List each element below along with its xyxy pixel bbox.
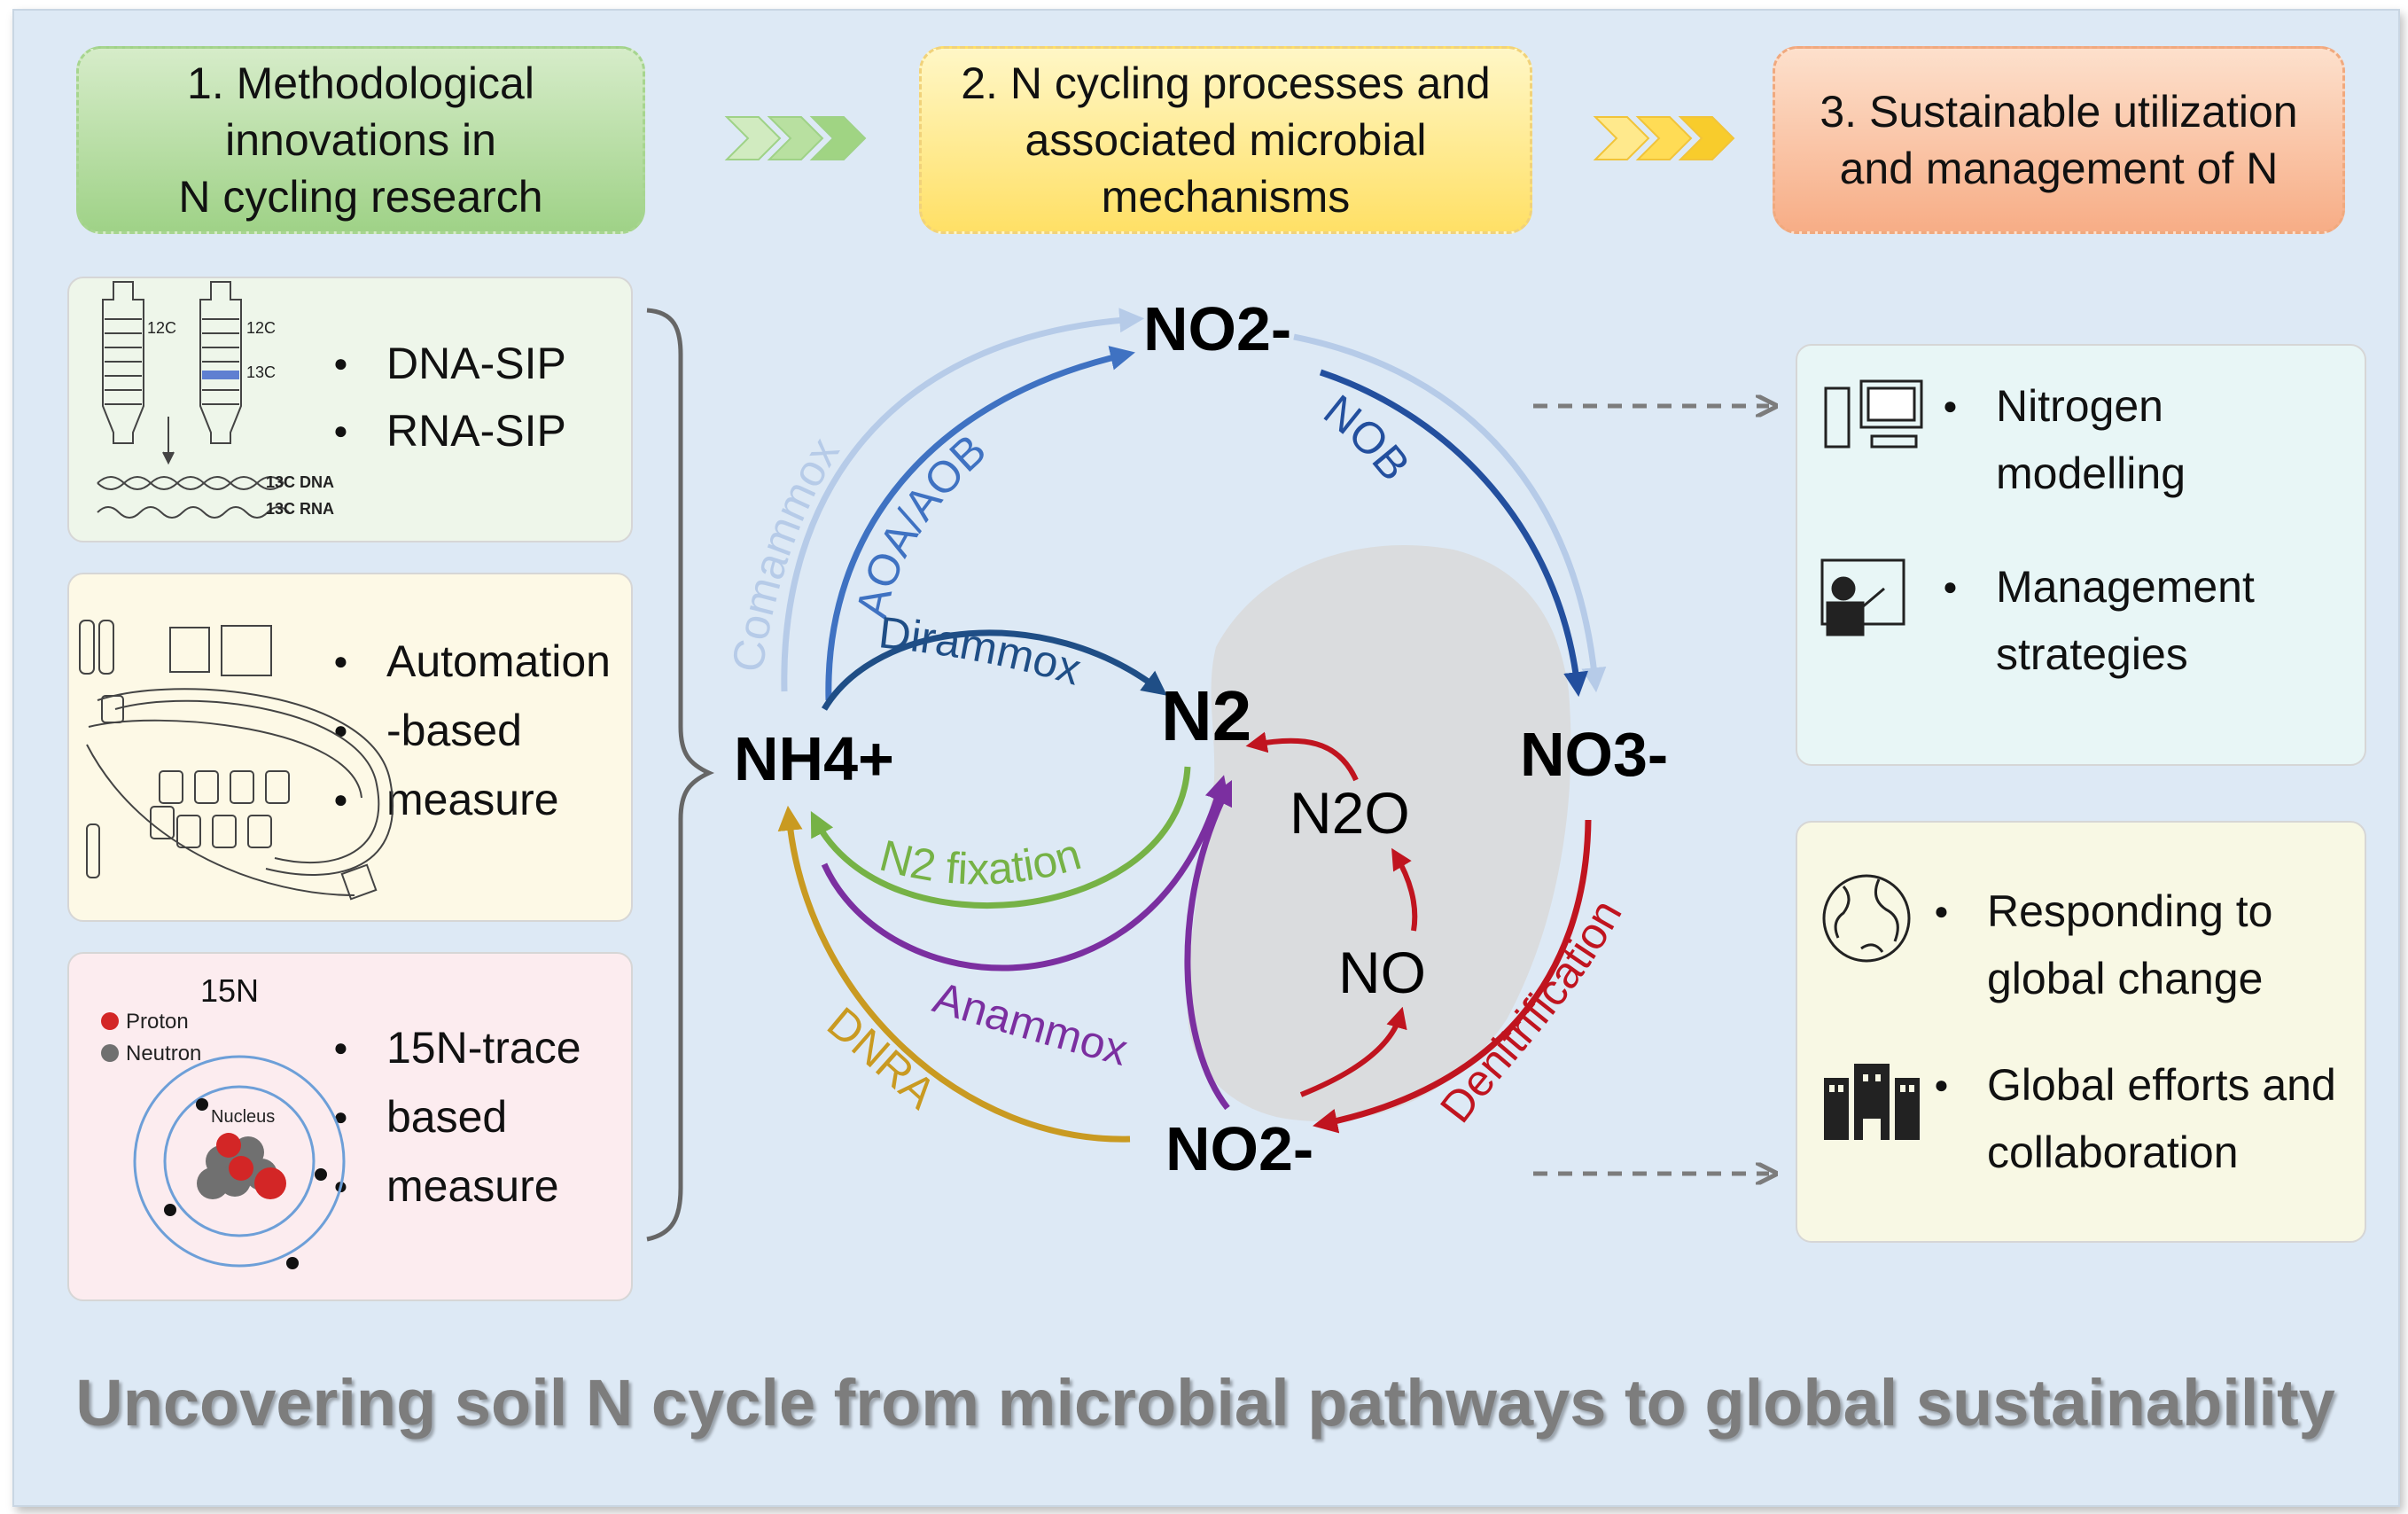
dnra-arrow [777, 805, 1131, 1143]
node-no3: NO3- [1520, 720, 1668, 789]
denitrification-zone [1188, 544, 1571, 1122]
bullet-global-change: Responding to global change [1934, 878, 2342, 1012]
node-no2-top: NO2- [1143, 294, 1291, 363]
atom-title: 15N [200, 972, 259, 1009]
node-no: NO [1338, 940, 1426, 1005]
bullet-dna-sip: DNA-SIP [333, 330, 566, 397]
isotope-label-12c-b: 12C [246, 319, 276, 337]
trace-line-2: based [333, 1083, 507, 1151]
rna-strand [97, 506, 290, 519]
monitor-icon [169, 627, 210, 673]
step-1-line-3: N cycling research [178, 172, 543, 222]
proton-legend-label: Proton [126, 1010, 189, 1034]
no-to-n2o-arrow [1391, 847, 1418, 932]
presentation-icon [1820, 558, 1905, 636]
comammox-arrow [781, 308, 1145, 692]
bullet-nitrogen-modelling: Nitrogen modelling [1943, 372, 2315, 507]
chevron-arrows-yellow [1593, 116, 1735, 160]
nob-label: NOB [1314, 386, 1419, 490]
node-n2o: N2O [1290, 780, 1410, 846]
n2-fixation-arrow [810, 766, 1191, 909]
bullet-rna-sip: RNA-SIP [333, 397, 566, 464]
n2o-to-n2-arrow [1245, 731, 1359, 782]
bullet-trace-line-1: 15N-trace [333, 1014, 581, 1081]
bullet-global-efforts: Global efforts and collaboration [1934, 1051, 2359, 1186]
bullet-management-strategies: Management strategies [1943, 553, 2315, 688]
atom-diagram [133, 1055, 346, 1269]
step-1-line-1: 1. Methodological [187, 59, 534, 108]
trace-panel [67, 952, 633, 1301]
anammox-arrow [821, 775, 1229, 972]
dirammox-label: Dirammox [877, 607, 1087, 694]
strand-label-rna: 13C RNA [266, 500, 334, 518]
gradient-tube-1 [102, 281, 144, 444]
step-1-line-2: innovations in [225, 115, 496, 165]
grouping-brace [646, 308, 715, 1242]
isotope-label-13c: 13C [246, 363, 276, 381]
chevron-arrows-green [724, 116, 867, 160]
node-n2: N2 [1161, 676, 1251, 755]
automation-line-3: measure [333, 766, 558, 833]
aoa-aob-arrow [825, 346, 1135, 701]
automation-illustration [79, 620, 394, 901]
globe-icon [1822, 874, 1911, 963]
strand-label-dna: 13C DNA [266, 473, 334, 491]
nucleus-label: Nucleus [211, 1107, 275, 1127]
node-nh4: NH4+ [734, 724, 894, 793]
dna-strand [97, 476, 284, 490]
anammox-label: Anammox [928, 972, 1133, 1075]
anammox-arrow-2 [1184, 779, 1233, 1111]
step-3-box: 3. Sustainable utilization and management… [1773, 46, 2345, 234]
footer-title: Uncovering soil N cycle from microbial p… [75, 1366, 2335, 1440]
step-3-line-2: and management of N [1839, 144, 2279, 193]
n2-fixation-label: N2 fixation [875, 829, 1086, 894]
nob-arrow [1319, 369, 1588, 698]
analyzer-icon [221, 625, 272, 676]
step-2-line-3: mechanisms [1101, 172, 1351, 222]
trace-line-3: measure [333, 1152, 558, 1220]
gradient-tube-2 [199, 281, 242, 444]
proton-legend-icon [101, 1012, 119, 1030]
comammox-arrow-2 [1293, 333, 1607, 693]
step-1-box: 1. Methodological innovations in N cycling… [76, 46, 645, 234]
trace-label: 15N-trace [386, 1023, 581, 1073]
sip-illustration [97, 281, 290, 519]
dnra-label: DNRA [818, 997, 946, 1119]
bullet-automation-line-1: Automation [333, 628, 611, 695]
neutron-legend-icon [101, 1044, 119, 1062]
step-2-box: 2. N cycling processes and associated mic… [919, 46, 1532, 234]
neutron-legend-label: Neutron [126, 1042, 201, 1065]
step-2-line-1: 2. N cycling processes and [961, 59, 1491, 108]
automation-line-2: -based [333, 697, 522, 764]
dirammox-arrow [822, 629, 1167, 711]
denitrification-arrow [1313, 819, 1592, 1134]
computer-icon [1824, 379, 1923, 449]
buildings-icon [1824, 1064, 1920, 1140]
isotope-label-12c-a: 12C [147, 319, 176, 337]
step-3-line-1: 3. Sustainable utilization [1820, 87, 2298, 137]
step-2-line-2: associated microbial [1025, 115, 1427, 165]
no2-to-no-arrow [1299, 1006, 1407, 1097]
node-no2-bottom: NO2- [1165, 1114, 1313, 1183]
